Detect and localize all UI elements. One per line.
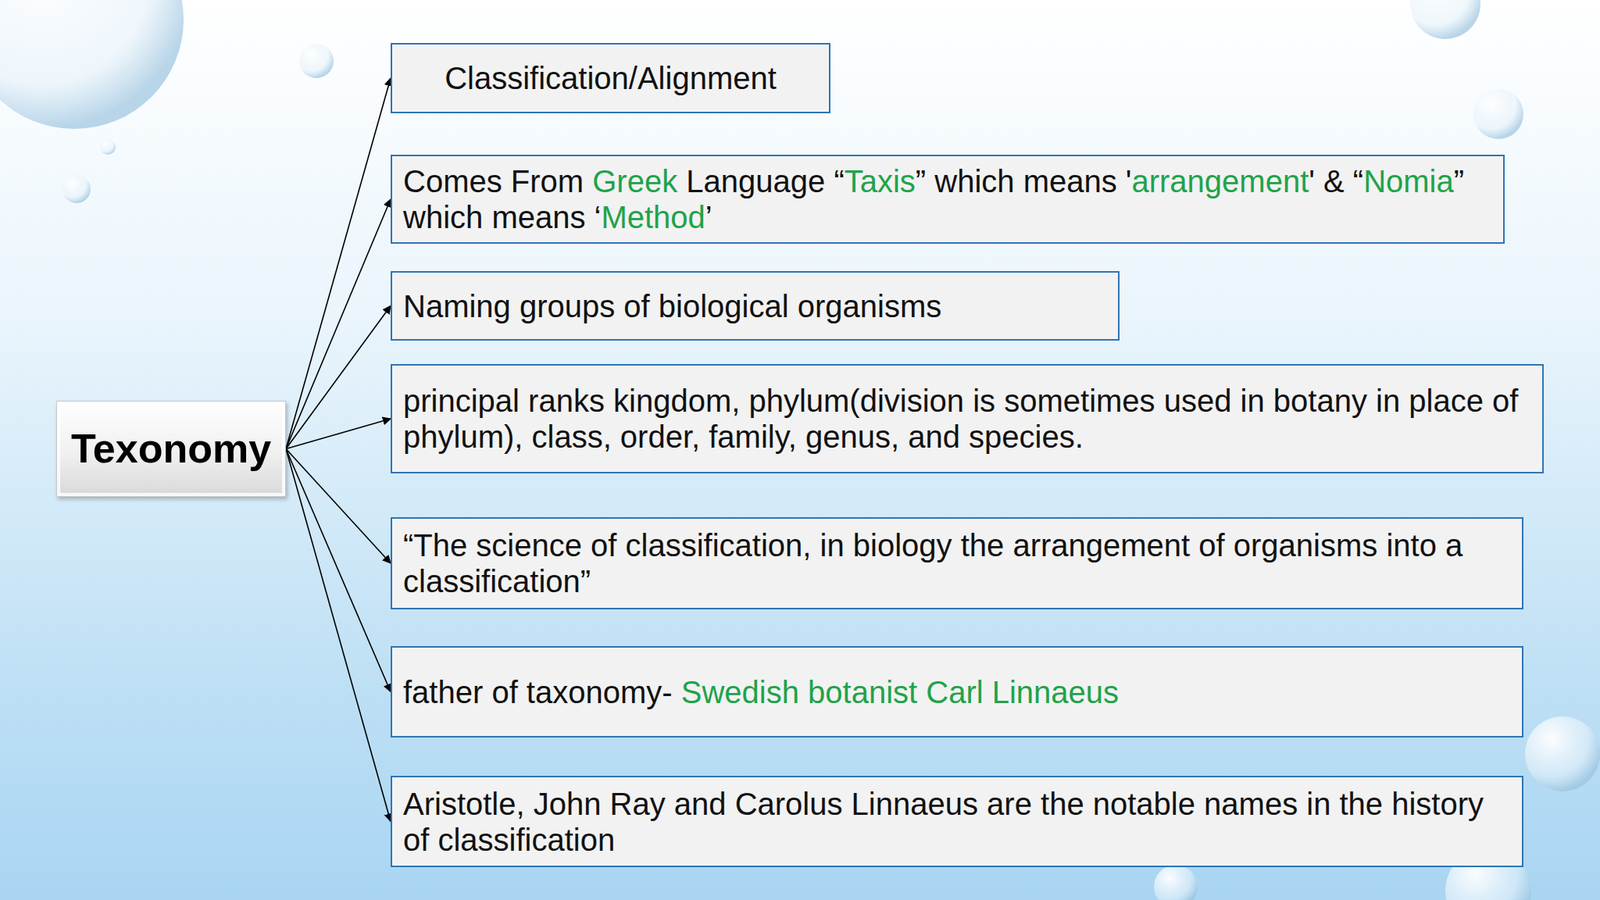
info-box: father of taxonomy- Swedish botanist Car… [390,646,1524,738]
water-drop [1153,864,1198,900]
water-drop [62,175,91,204]
info-box: principal ranks kingdom, phylum(division… [390,364,1544,474]
info-text: father of taxonomy- Swedish botanist Car… [403,674,1511,711]
arrow-connector [285,418,391,450]
arrow-connector [285,449,391,822]
highlight-text: Taxis [844,164,916,199]
info-box: Naming groups of biological organisms [390,271,1120,341]
arrow-connector [285,306,391,450]
arrow-connector [285,449,391,693]
water-drop [1473,89,1524,140]
water-drop [100,139,116,155]
highlight-text: Greek [592,164,678,199]
plain-text: ” which means ' [915,164,1133,199]
highlight-text: Swedish botanist Carl Linnaeus [681,675,1119,710]
arrow-connector [285,199,391,450]
plain-text: principal ranks kingdom, phylum(division… [403,383,1518,454]
plain-text: Naming groups of biological organisms [403,289,942,324]
plain-text: ' & “ [1308,164,1364,199]
plain-text: “The science of classification, in biolo… [403,528,1463,599]
plain-text: Language “ [677,164,845,199]
info-text: “The science of classification, in biolo… [403,527,1511,600]
highlight-text: arrangement [1131,164,1309,199]
highlight-text: Method [600,200,705,235]
water-drop [299,43,334,79]
info-text: Comes From Greek Language “Taxis” which … [403,163,1493,236]
topic-box: Texonomy [56,400,286,497]
info-box: Comes From Greek Language “Taxis” which … [390,154,1505,244]
plain-text: Comes From [403,164,593,199]
plain-text: ’ [705,200,713,235]
topic-title: Texonomy [67,426,275,472]
plain-text: Classification/Alignment [444,60,777,96]
info-text: Naming groups of biological organisms [403,288,1108,325]
info-text: Aristotle, John Ray and Carolus Linnaeus… [403,785,1511,858]
plain-text: father of taxonomy- [403,675,682,710]
plain-text: Aristotle, John Ray and Carolus Linnaeus… [403,786,1484,858]
water-drop [0,0,184,129]
info-box: Aristotle, John Ray and Carolus Linnaeus… [390,775,1524,868]
water-drop [1525,716,1600,792]
info-box: Classification/Alignment [390,42,831,114]
info-text: Classification/Alignment [403,60,818,97]
highlight-text: Nomia [1363,164,1454,199]
water-drop [1410,0,1481,40]
info-text: principal ranks kingdom, phylum(division… [403,382,1532,455]
plain-text: Texonomy [71,425,272,472]
arrow-connector [285,78,391,450]
info-box: “The science of classification, in biolo… [390,517,1524,610]
